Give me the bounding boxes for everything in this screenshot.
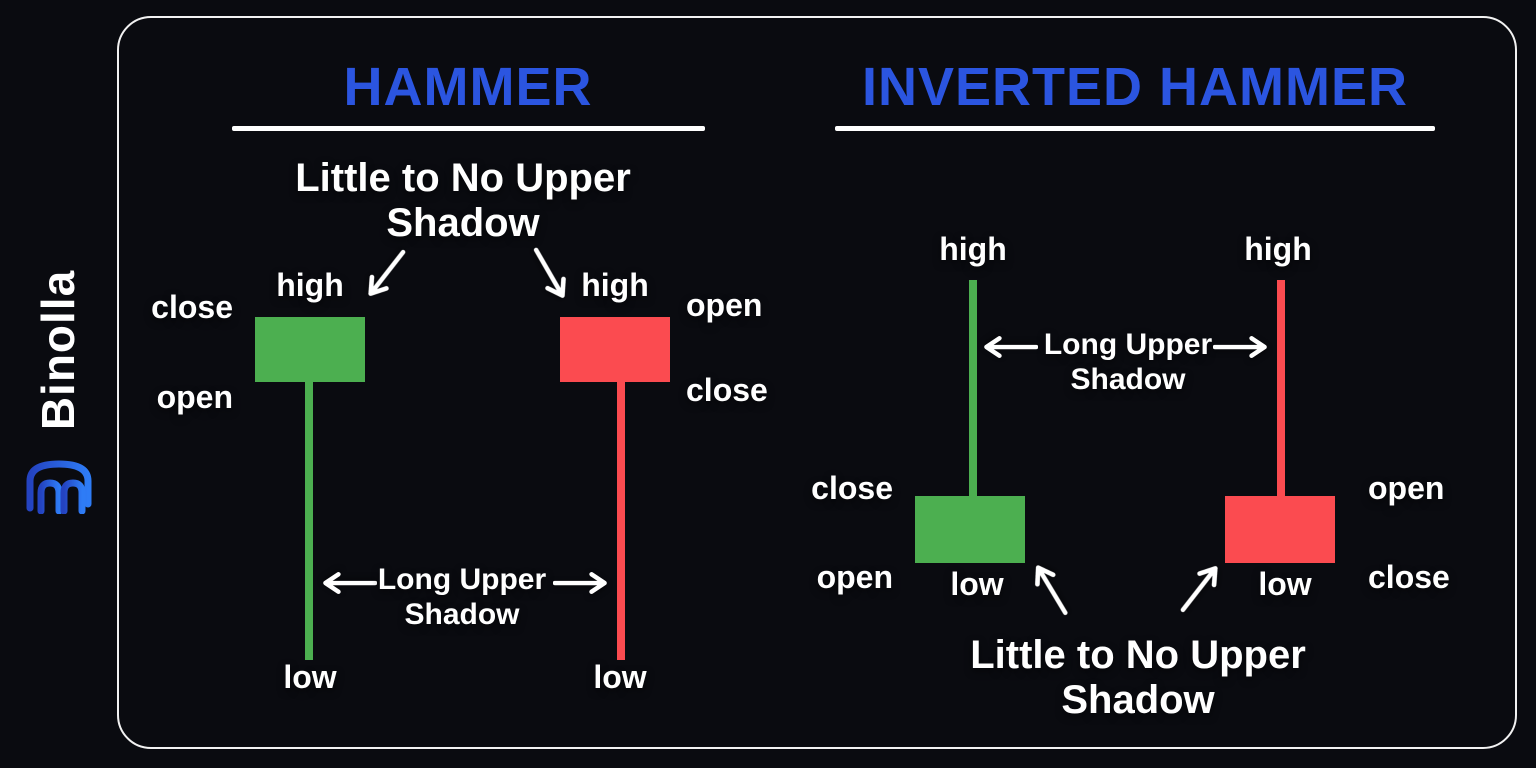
inverted-green-open-label: open xyxy=(816,559,893,595)
inverted-red-high-label: high xyxy=(1244,231,1312,267)
inverted-red-close-label: close xyxy=(1368,559,1450,595)
hammer-long-shadow-note: Long Upper Shadow xyxy=(352,562,572,632)
hammer-red-high-label: high xyxy=(581,267,649,303)
hammer-green-open-label: open xyxy=(156,379,233,415)
note-line: Shadow xyxy=(404,598,520,631)
hammer-title: HAMMER xyxy=(343,57,593,117)
arrow-up-right-icon xyxy=(1168,551,1232,624)
hammer-red-close-label: close xyxy=(686,372,768,408)
inverted-long-shadow-note: Long Upper Shadow xyxy=(1028,327,1228,397)
arrow-left-icon xyxy=(321,571,377,595)
inverted-green-high-label: high xyxy=(939,231,1007,267)
arrow-up-left-icon xyxy=(1022,551,1081,627)
arrow-right-icon xyxy=(1213,335,1269,359)
arrow-down-right-icon xyxy=(520,234,580,314)
arrow-down-left-icon xyxy=(353,236,420,312)
inverted-green-candle-body xyxy=(915,496,1025,563)
inverted-green-close-label: close xyxy=(811,470,893,506)
note-line: Shadow xyxy=(1070,363,1186,396)
hammer-red-open-label: open xyxy=(686,287,763,323)
hammer-green-candle-body xyxy=(255,317,365,382)
inverted-hammer-title: INVERTED HAMMER xyxy=(861,57,1408,117)
hammer-green-close-label: close xyxy=(151,289,233,325)
note-line: Long Upper xyxy=(1043,328,1213,361)
hammer-red-candle-body xyxy=(560,317,670,382)
note-line: Long Upper xyxy=(377,563,547,596)
brand-wordmark: Binolla xyxy=(28,230,88,470)
inverted-red-candle-wick xyxy=(1277,280,1285,496)
inverted-green-candle-wick xyxy=(969,280,977,496)
inverted-lower-shadow-note: Little to No Upper Shadow xyxy=(928,633,1348,723)
hammer-green-candle-wick xyxy=(305,382,313,660)
note-line: Little to No Upper xyxy=(295,156,631,200)
binolla-logo-icon xyxy=(26,460,92,514)
inverted-red-low-label: low xyxy=(1258,566,1312,602)
note-line: Little to No Upper xyxy=(970,633,1306,677)
inverted-red-open-label: open xyxy=(1368,470,1445,506)
note-line: Shadow xyxy=(386,201,540,245)
hammer-upper-shadow-note: Little to No Upper Shadow xyxy=(263,156,663,246)
inverted-hammer-title-underline xyxy=(835,126,1435,131)
arrow-right-icon xyxy=(553,571,609,595)
hammer-green-low-label: low xyxy=(283,659,337,695)
arrow-left-icon xyxy=(982,335,1038,359)
inverted-red-candle-body xyxy=(1225,496,1335,563)
inverted-green-low-label: low xyxy=(950,566,1004,602)
hammer-red-candle-wick xyxy=(617,382,625,660)
border-frame xyxy=(117,16,1517,749)
hammer-title-underline xyxy=(232,126,705,131)
brand-name: Binolla xyxy=(32,269,84,431)
note-line: Shadow xyxy=(1061,678,1215,722)
hammer-green-high-label: high xyxy=(276,267,344,303)
hammer-red-low-label: low xyxy=(593,659,647,695)
